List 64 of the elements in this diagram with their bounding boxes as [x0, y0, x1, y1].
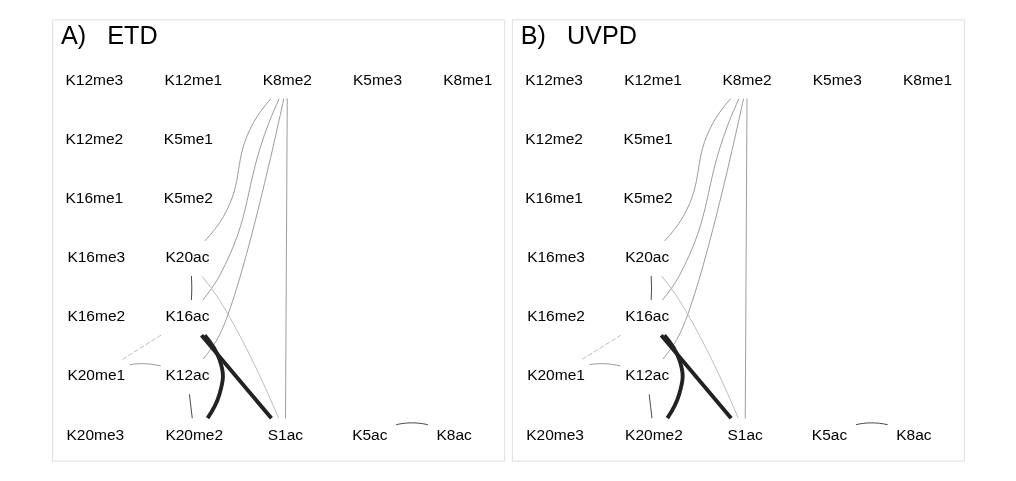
connector	[201, 275, 279, 419]
connector	[201, 98, 280, 301]
node-text: K20me3	[65, 425, 124, 443]
connector	[661, 98, 739, 301]
node-text: K5me3	[812, 70, 862, 88]
node-text: K12me1	[623, 70, 682, 88]
connector	[199, 334, 273, 420]
connector	[121, 334, 162, 360]
connector	[581, 334, 621, 360]
node-text: K16ac	[164, 307, 209, 325]
node-text: K12me3	[524, 70, 583, 88]
node-text: K12ac	[624, 366, 669, 384]
connector	[744, 98, 747, 419]
connector	[648, 393, 652, 419]
connector	[588, 363, 621, 367]
connector	[650, 275, 652, 301]
node-text: K5me1	[623, 129, 673, 147]
node-text: K16me3	[66, 248, 125, 266]
node-text: K12me3	[64, 70, 123, 88]
node-text: K8ac	[436, 425, 472, 443]
node-text: K5ac	[351, 425, 387, 443]
node-text: K20me1	[526, 366, 585, 384]
node-text: K12me2	[524, 129, 583, 147]
node-text: K8me1	[902, 70, 952, 88]
node-text: K12me2	[64, 129, 123, 147]
node-text: K5me1	[163, 129, 213, 147]
node-text: K12me1	[163, 70, 222, 88]
connector	[202, 334, 225, 420]
node-text: K20me1	[66, 366, 125, 384]
node-text: K16ac	[624, 307, 669, 325]
node-text: K8me1	[442, 70, 492, 88]
connector	[662, 334, 685, 420]
node-text: K12ac	[164, 366, 209, 384]
node-text: K16me1	[524, 188, 583, 206]
connector	[660, 275, 739, 419]
connector	[661, 98, 744, 360]
connector	[128, 363, 161, 367]
connector	[663, 98, 731, 242]
connector	[188, 393, 193, 419]
node-text: K5me2	[623, 188, 673, 206]
node-text: S1ac	[726, 425, 763, 443]
connector	[284, 98, 288, 419]
node-text: K20me2	[624, 425, 683, 443]
connector	[203, 98, 271, 242]
node-text: K5me3	[352, 70, 402, 88]
node-text: K8me2	[262, 70, 312, 88]
node-text: K16me1	[64, 188, 123, 206]
node-text: K16me3	[526, 248, 585, 266]
node-text: K20me2	[164, 425, 223, 443]
node-text: K20ac	[164, 248, 209, 266]
node-text: K20me3	[525, 425, 584, 443]
node-text: K8me2	[722, 70, 772, 88]
node-text: K5me2	[163, 188, 213, 206]
node-text: K20ac	[624, 248, 669, 266]
connector	[659, 334, 733, 420]
connector	[395, 422, 428, 426]
node-text: K16me2	[66, 307, 125, 325]
node-text: S1ac	[267, 425, 303, 443]
connector	[202, 98, 284, 360]
node-text: K16me2	[526, 307, 585, 325]
connector	[190, 275, 192, 301]
node-text: K5ac	[811, 425, 847, 443]
connector	[854, 422, 888, 426]
node-text: K8ac	[895, 425, 932, 443]
